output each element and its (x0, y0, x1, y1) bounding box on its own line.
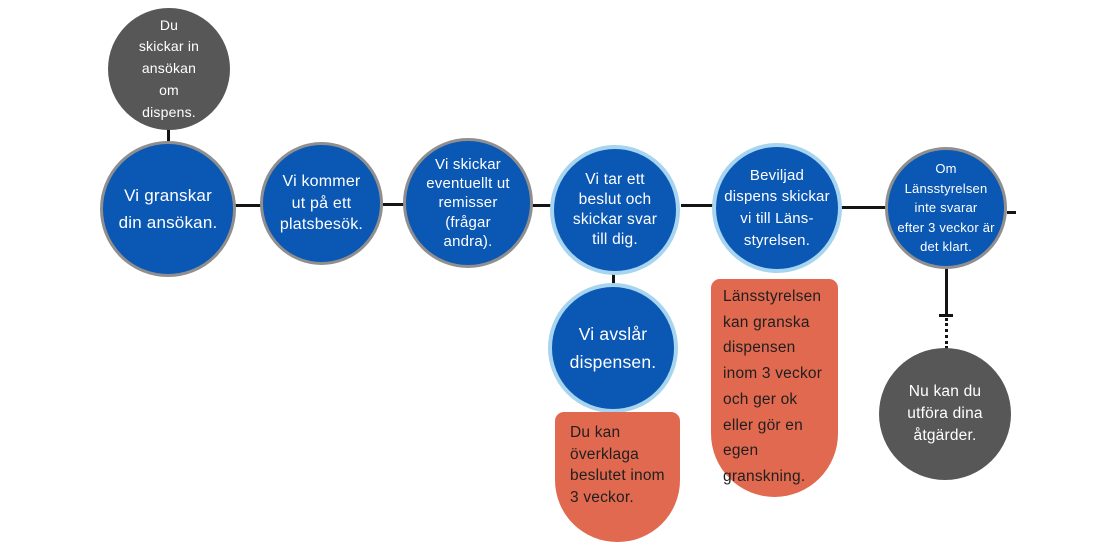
note-appeal: Du kan överklaga beslutet inom 3 veckor. (555, 412, 680, 542)
node-review-application: Vi granskar din ansökan. (100, 141, 236, 277)
node-granted-dispensation: Beviljad dispens skickar vi till Läns- s… (712, 143, 842, 273)
connector-granted-noreply (841, 206, 886, 209)
node-site-visit-label: Vi kommer ut på ett platsbesök. (279, 173, 364, 234)
connector-noreply-proceed-dotted (945, 318, 948, 349)
node-decision: Vi tar ett beslut och skickar svar till … (550, 145, 680, 275)
connector-start-review (167, 122, 170, 142)
node-perform-actions: Nu kan du utföra dina åtgärder. (879, 348, 1011, 480)
node-decision-label: Vi tar ett beslut och skickar svar till … (572, 170, 658, 249)
node-send-referrals: Vi skickar eventuellt ut remisser (fråga… (403, 138, 533, 268)
node-send-referrals-label: Vi skickar eventuellt ut remisser (fråga… (426, 156, 510, 250)
node-review-application-label: Vi granskar din ansökan. (118, 185, 218, 232)
connector-referrals-decision (532, 204, 551, 207)
node-rejected-dispensation: Vi avslår dispensen. (548, 283, 678, 413)
node-rejected-dispensation-label: Vi avslår dispensen. (569, 324, 657, 372)
connector-noreply-proceed-cap (939, 314, 953, 317)
node-county-no-reply-label: Om Länsstyrelsen inte svarar efter 3 vec… (897, 161, 995, 255)
connector-noreply-proceed-solid (945, 268, 948, 315)
connector-noreply-right-stub (1007, 211, 1016, 214)
connector-sitevisit-referrals (382, 203, 404, 206)
connector-decision-rejected (612, 272, 615, 284)
connector-decision-granted (681, 204, 713, 207)
node-county-no-reply: Om Länsstyrelsen inte svarar efter 3 vec… (885, 147, 1007, 269)
node-perform-actions-label: Nu kan du utföra dina åtgärder. (907, 383, 983, 444)
node-submit-application-label: Du skickar in ansökan om dispens. (138, 16, 200, 120)
note-county-review: Länsstyrelsen kan granska dispensen inom… (711, 279, 838, 497)
node-granted-dispensation-label: Beviljad dispens skickar vi till Läns- s… (724, 166, 830, 249)
connector-review-sitevisit (234, 204, 262, 207)
node-submit-application: Du skickar in ansökan om dispens. (108, 8, 230, 130)
node-site-visit: Vi kommer ut på ett platsbesök. (260, 142, 383, 265)
